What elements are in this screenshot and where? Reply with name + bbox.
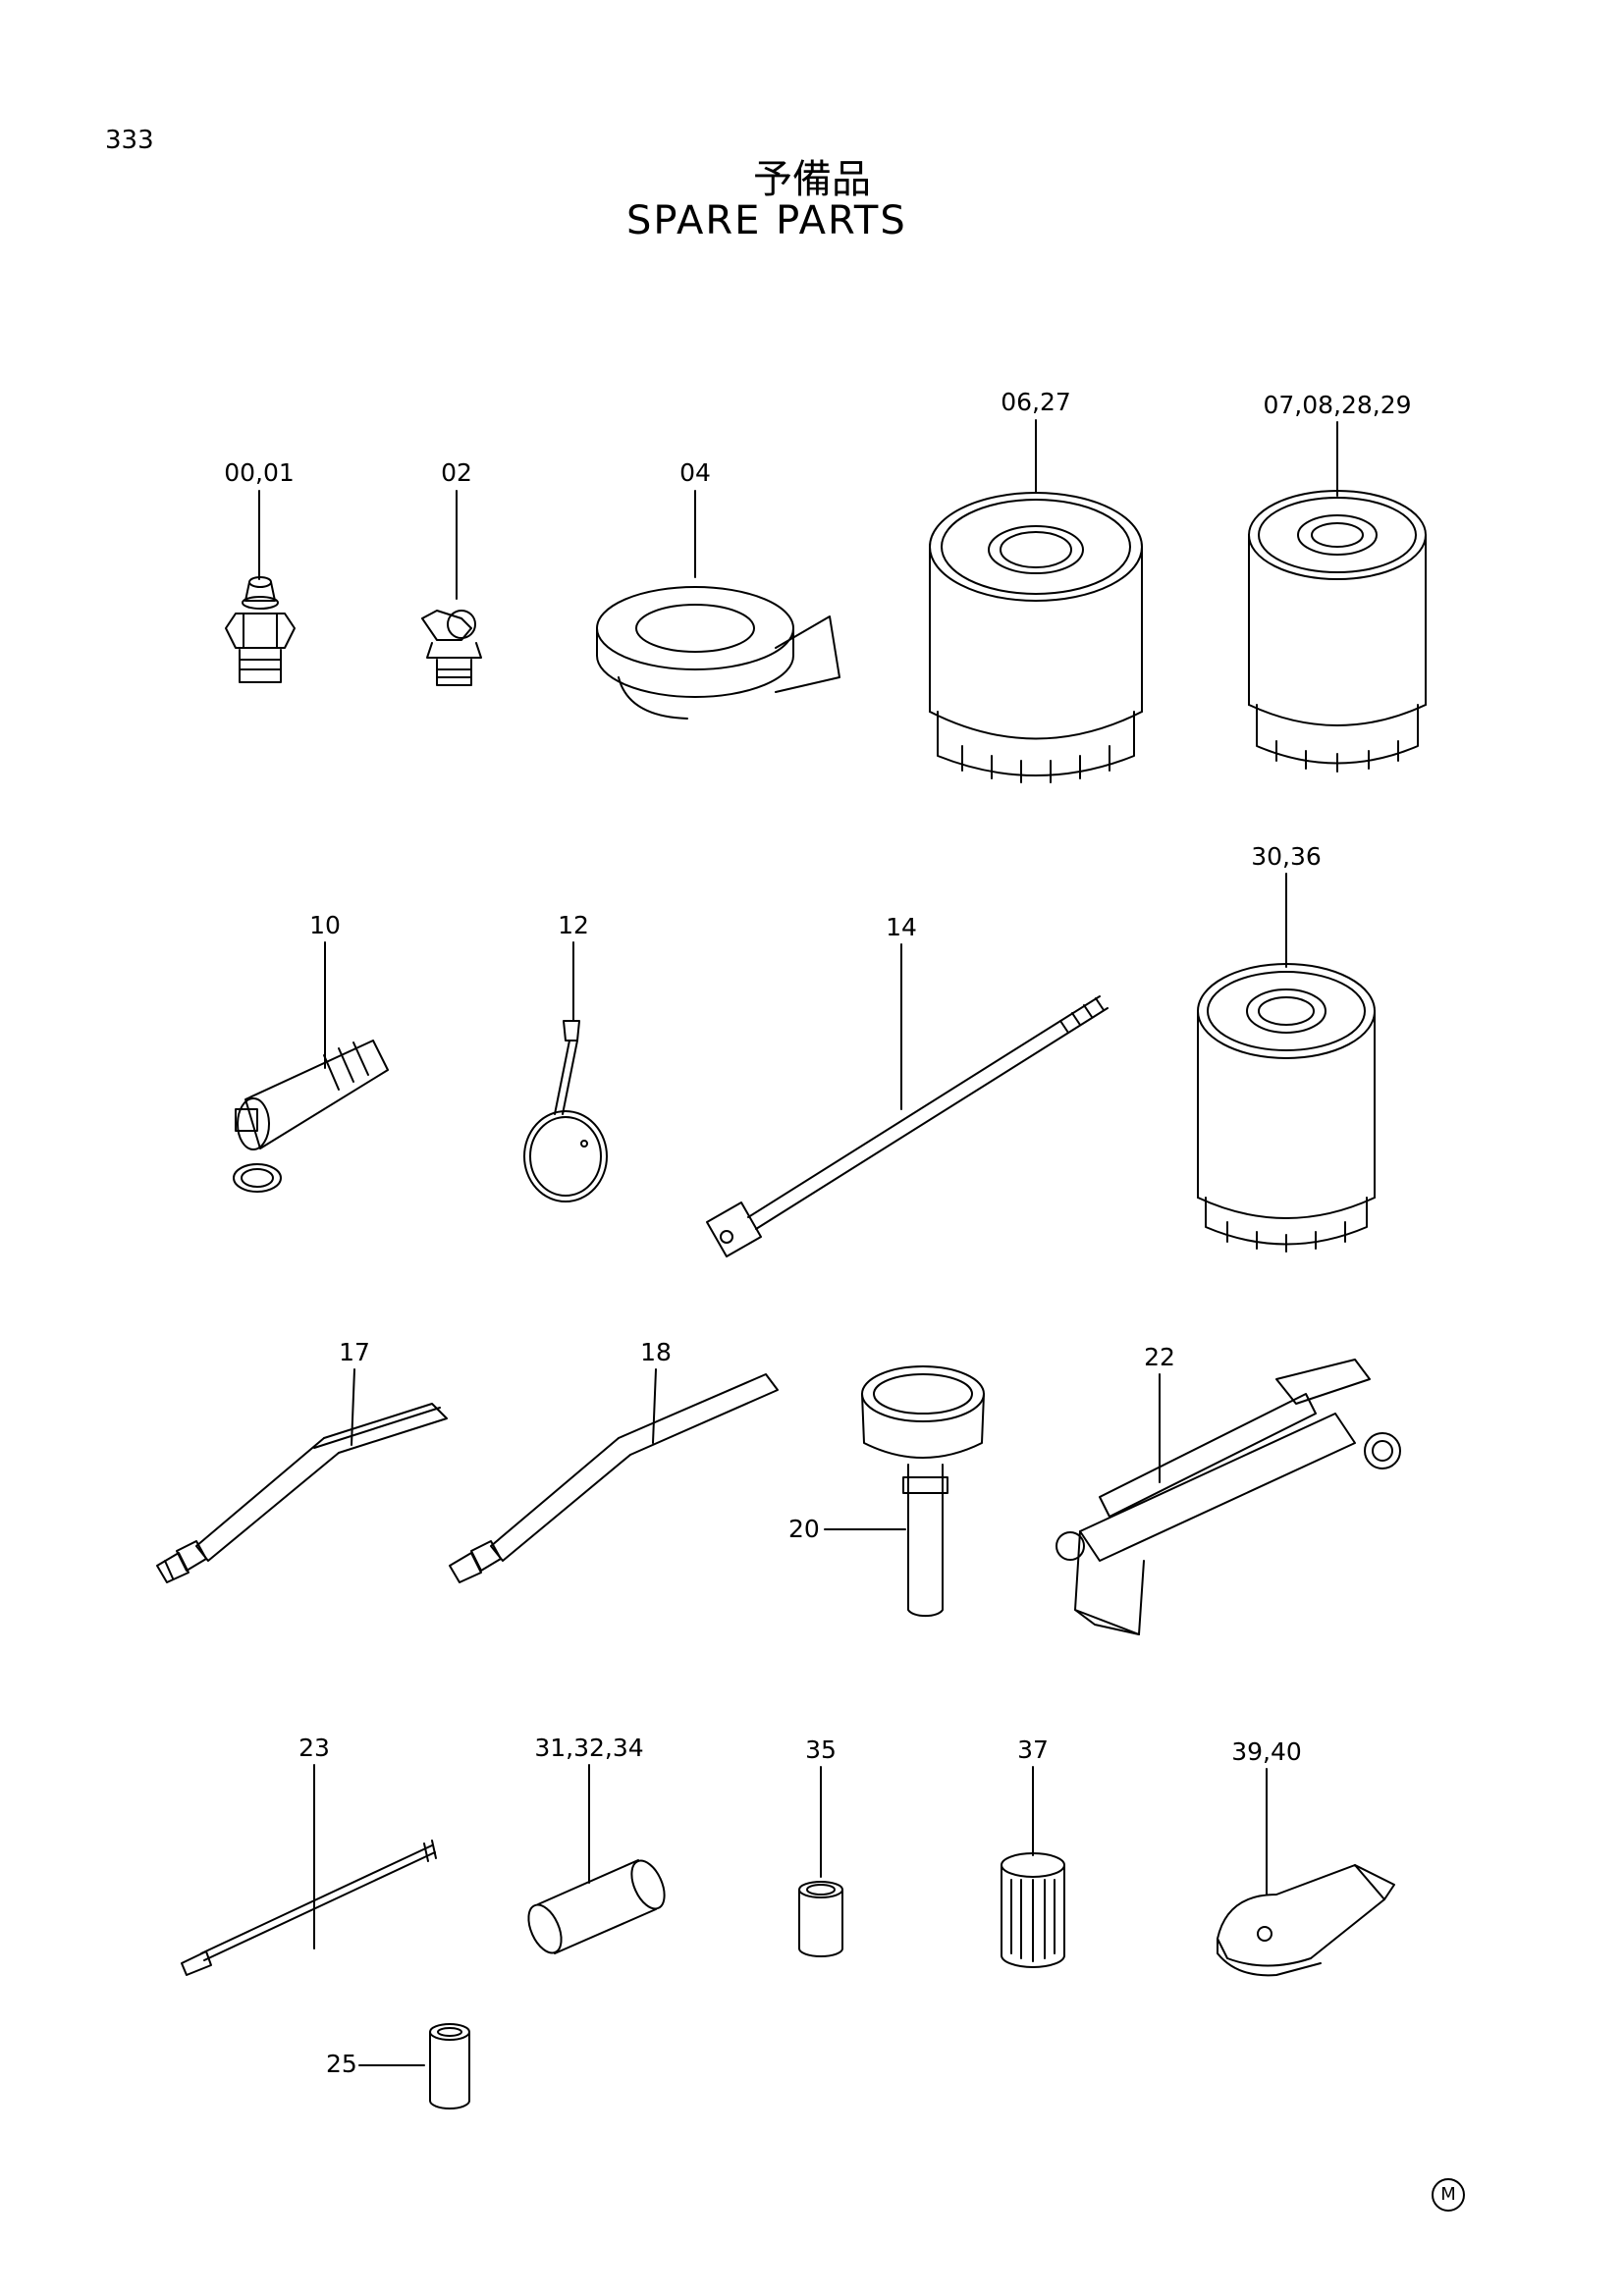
part-label-25: 25 [326, 2050, 357, 2078]
thin-rod [182, 1841, 436, 1975]
part-label-18: 18 [640, 1338, 672, 1366]
link-plate [1218, 1865, 1394, 1975]
page-number: 333 [105, 126, 154, 155]
seal-tape-roll [597, 587, 839, 719]
part-label-07-08-28-29: 07,08,28,29 [1263, 391, 1412, 419]
part-label-22: 22 [1144, 1343, 1175, 1371]
part-label-20: 20 [788, 1515, 820, 1543]
part-label-04: 04 [679, 458, 711, 487]
cylinder-31-32-34 [522, 1856, 672, 1958]
strainer [234, 1041, 388, 1192]
sleeve-35 [799, 1882, 842, 1956]
part-label-35: 35 [805, 1735, 837, 1764]
filter-wrench-tool [862, 1366, 984, 1616]
long-rod [707, 996, 1108, 1256]
part-label-02: 02 [441, 458, 472, 487]
filter-element-large [930, 493, 1142, 782]
leader-lines [259, 420, 1337, 2065]
small-filter-37 [1001, 1853, 1064, 1967]
filter-element-large-2 [1198, 964, 1375, 1252]
bushing-25 [430, 2024, 469, 2109]
grease-nipple-angled [422, 611, 481, 685]
filter-element-medium [1249, 491, 1426, 772]
part-label-06-27: 06,27 [1001, 388, 1071, 416]
part-label-37: 37 [1017, 1735, 1049, 1764]
hand-pump [1056, 1360, 1400, 1634]
page-title-english: SPARE PARTS [626, 198, 907, 243]
part-label-39-40: 39,40 [1231, 1737, 1302, 1766]
gauge-paddle [524, 1021, 607, 1201]
grease-nipple-straight [226, 577, 295, 682]
part-label-30-36: 30,36 [1251, 842, 1322, 871]
hose-18 [450, 1374, 778, 1582]
part-label-14: 14 [886, 913, 917, 941]
part-label-00-01: 00,01 [224, 458, 295, 487]
page-title-japanese: 予備品 [753, 157, 871, 202]
hose-17 [157, 1404, 447, 1582]
part-label-23: 23 [298, 1734, 330, 1762]
part-label-10: 10 [309, 911, 341, 939]
corner-mark: M [1432, 2178, 1465, 2212]
part-label-31-32-34: 31,32,34 [534, 1734, 644, 1762]
part-label-17: 17 [339, 1338, 370, 1366]
part-label-12: 12 [558, 911, 589, 939]
